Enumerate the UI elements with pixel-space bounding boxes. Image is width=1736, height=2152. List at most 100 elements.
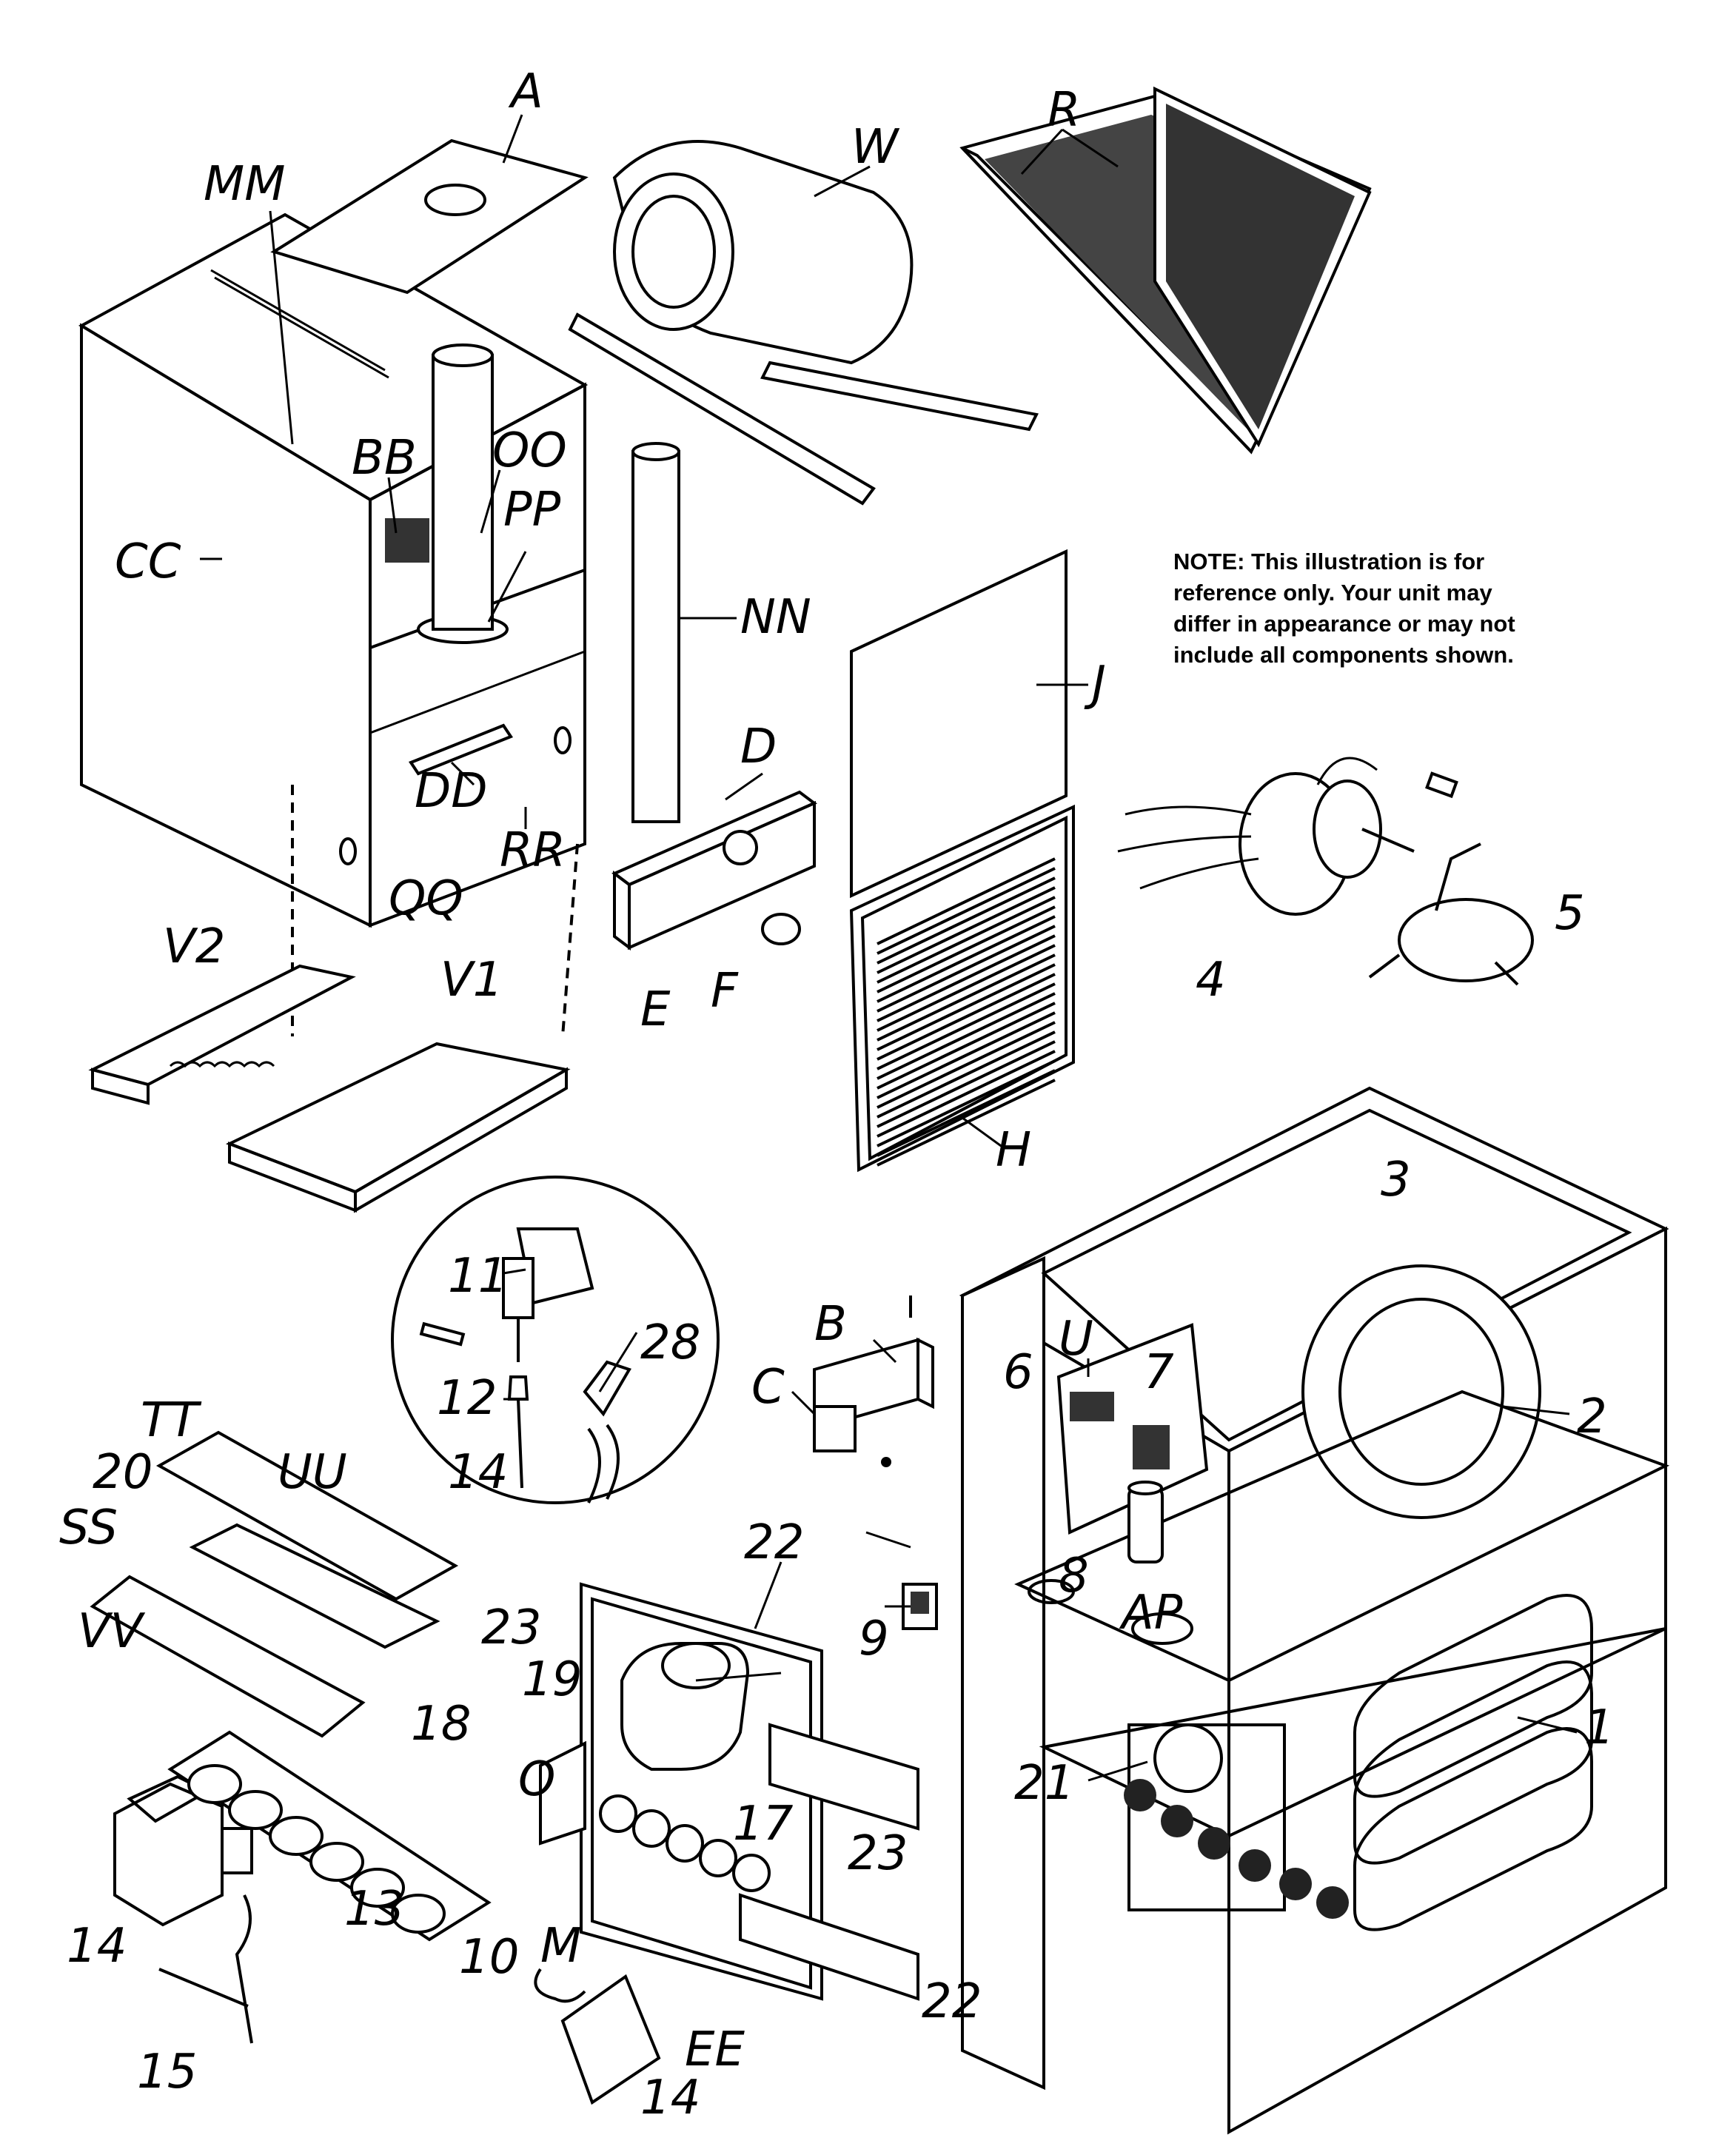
- louver-slot: [877, 973, 1056, 1061]
- label-12: 12: [437, 1371, 497, 1426]
- louver-slot: [877, 1011, 1056, 1099]
- label-8: 8: [1059, 1549, 1089, 1603]
- louver-slot: [877, 1079, 1056, 1167]
- label-mm: MM: [204, 157, 285, 212]
- label-w: W: [851, 120, 900, 175]
- louver-slot: [877, 953, 1056, 1042]
- label-3: 3: [1381, 1153, 1411, 1207]
- label-ss: SS: [59, 1501, 118, 1555]
- louver-slot: [877, 925, 1056, 1013]
- control-board-u: [1056, 1323, 1209, 1535]
- label-rr: RR: [500, 823, 566, 878]
- louver-slot: [877, 905, 1056, 993]
- label-d: D: [740, 720, 777, 774]
- label-13: 13: [344, 1882, 404, 1937]
- louver-slot: [877, 1050, 1056, 1138]
- grill-panel-h: [849, 804, 1075, 1173]
- bottom-pan-v2: [88, 964, 356, 1105]
- ignitor-detail-circle: [391, 1176, 720, 1504]
- label-v2: V2: [163, 919, 226, 974]
- label-7: 7: [1144, 1345, 1174, 1400]
- louver-slot: [877, 963, 1056, 1051]
- louver-slot: [877, 1059, 1056, 1147]
- label-oo: OO: [492, 423, 567, 478]
- label-ap: AP: [1119, 1586, 1183, 1640]
- label-28: 28: [640, 1315, 700, 1370]
- shield-ee: [560, 1974, 661, 2105]
- label-19: 19: [522, 1652, 582, 1707]
- vent-pipe-nn: [631, 442, 680, 823]
- louver-slot: [877, 934, 1056, 1022]
- louver-slot: [877, 1069, 1056, 1157]
- gas-line-15: [158, 1894, 253, 2044]
- label-4: 4: [1196, 953, 1226, 1008]
- label-m: M: [540, 1919, 581, 1974]
- label-9: 9: [859, 1612, 889, 1666]
- label-15: 15: [137, 2045, 197, 2099]
- label-1: 1: [1584, 1700, 1615, 1755]
- label-f: F: [711, 964, 739, 1019]
- label-2: 2: [1577, 1390, 1607, 1444]
- louver-slot: [877, 982, 1056, 1070]
- label-cc: CC: [115, 534, 181, 589]
- reference-note: NOTE: This illustration is for reference…: [1173, 549, 1515, 668]
- louver-slot: [877, 896, 1056, 984]
- label-uu: UU: [278, 1445, 347, 1500]
- louver-slot: [877, 857, 1056, 945]
- label-dd: DD: [415, 764, 488, 819]
- label-v1: V1: [440, 953, 503, 1008]
- limit-switch-bracket: [813, 1295, 934, 1467]
- label-22-top: 22: [744, 1515, 804, 1570]
- label-20: 20: [93, 1445, 153, 1500]
- door-panel-j: [850, 549, 1068, 899]
- label-tt: TT: [141, 1393, 202, 1448]
- louver-slot: [877, 992, 1056, 1080]
- label-vv: VV: [78, 1604, 146, 1659]
- blower-motor-4: [1117, 757, 1415, 916]
- label-ee: EE: [685, 2022, 745, 2077]
- capacitor-8: [1127, 1481, 1164, 1563]
- louver-slot: [877, 1021, 1056, 1109]
- louver-slot: [877, 867, 1056, 955]
- louver-slot: [877, 915, 1056, 1003]
- filter-r: [959, 86, 1372, 455]
- cabinet-cc: [78, 212, 589, 928]
- label-h: H: [996, 1123, 1031, 1178]
- rail-tt: [155, 1430, 459, 1601]
- louver-slot: [877, 1002, 1056, 1090]
- label-21: 21: [1014, 1756, 1074, 1811]
- label-b: B: [814, 1297, 847, 1352]
- motor-mount-5: [1368, 771, 1534, 986]
- burner-box-d: [611, 790, 817, 951]
- label-6: 6: [1003, 1345, 1033, 1400]
- louver-slot: [877, 886, 1056, 974]
- label-5: 5: [1555, 886, 1585, 941]
- label-11: 11: [448, 1249, 508, 1304]
- label-nn: NN: [740, 590, 811, 645]
- top-panel-a: [270, 138, 589, 295]
- label-14-detail: 14: [448, 1445, 508, 1500]
- label-14-bottom: 14: [640, 2071, 700, 2125]
- label-o: O: [518, 1752, 555, 1807]
- louver-slot: [877, 1040, 1056, 1128]
- part-labels: A MM W R BB OO PP CC NN J D DD RR QQ F E…: [59, 64, 1615, 2125]
- blower-housing-w: [568, 140, 1039, 506]
- manifold-plate: [539, 1582, 919, 2001]
- furnace-cabinet-1: [959, 1086, 1670, 2135]
- louver-slot: [877, 1030, 1056, 1119]
- label-pp: PP: [503, 483, 561, 537]
- rail-vv: [90, 1575, 366, 1738]
- heat-exchanger: [1353, 1594, 1593, 1931]
- plate-uu: [189, 1523, 440, 1649]
- label-17: 17: [733, 1797, 794, 1851]
- label-u: U: [1059, 1312, 1093, 1367]
- louver-slot: [877, 944, 1056, 1032]
- label-e: E: [640, 982, 671, 1037]
- label-qq: QQ: [389, 871, 463, 926]
- label-23-top: 23: [481, 1600, 541, 1655]
- bottom-pan-v1: [225, 1042, 571, 1213]
- top-panel-hole: [424, 184, 486, 216]
- label-c: C: [751, 1360, 785, 1415]
- label-14-valve: 14: [67, 1919, 127, 1974]
